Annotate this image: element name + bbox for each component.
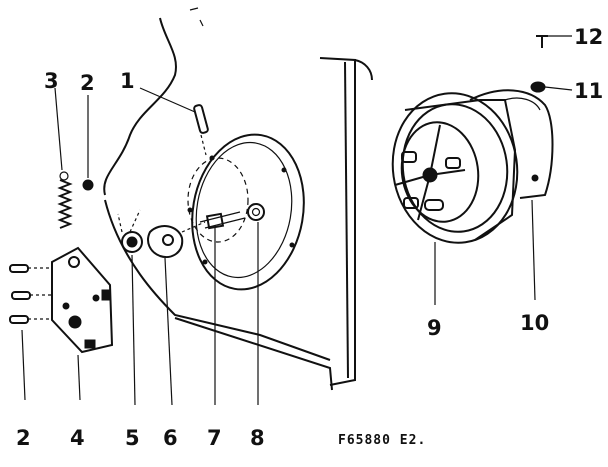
callout-11: 11 — [574, 79, 603, 103]
part-7-mounting-plate — [187, 133, 305, 291]
part-3-spring — [57, 171, 73, 229]
housing-panel — [103, 7, 373, 391]
part-11-washer — [530, 81, 546, 93]
callout-8: 8 — [250, 426, 265, 450]
callout-2-upper: 2 — [80, 71, 95, 95]
callout-2-lower: 2 — [16, 426, 31, 450]
callout-5: 5 — [125, 426, 140, 450]
part-10-shroud — [469, 89, 554, 199]
callout-6: 6 — [163, 426, 178, 450]
part-4-cover-plate — [51, 246, 114, 354]
callout-9: 9 — [427, 316, 442, 340]
callout-7: 7 — [207, 426, 222, 450]
part-6-bracket — [147, 221, 206, 258]
part-2-lower-screws — [9, 264, 52, 324]
part-8-nut — [247, 203, 265, 221]
part-1-screw — [193, 104, 209, 156]
part-5-grommet — [117, 209, 143, 253]
callout-3: 3 — [44, 69, 59, 93]
callout-12: 12 — [574, 25, 603, 49]
callout-labels: 1 2 3 2 4 5 6 7 8 9 10 11 12 — [16, 25, 603, 450]
callout-10: 10 — [520, 311, 549, 335]
part-2-upper-screw — [82, 179, 94, 191]
callout-4: 4 — [70, 426, 85, 450]
part-12-screw — [536, 35, 548, 48]
callout-1: 1 — [120, 69, 135, 93]
figure-code: F65880 E2. — [338, 433, 426, 448]
leader-lines — [21, 35, 573, 406]
part-9-motor-assembly — [391, 92, 519, 244]
